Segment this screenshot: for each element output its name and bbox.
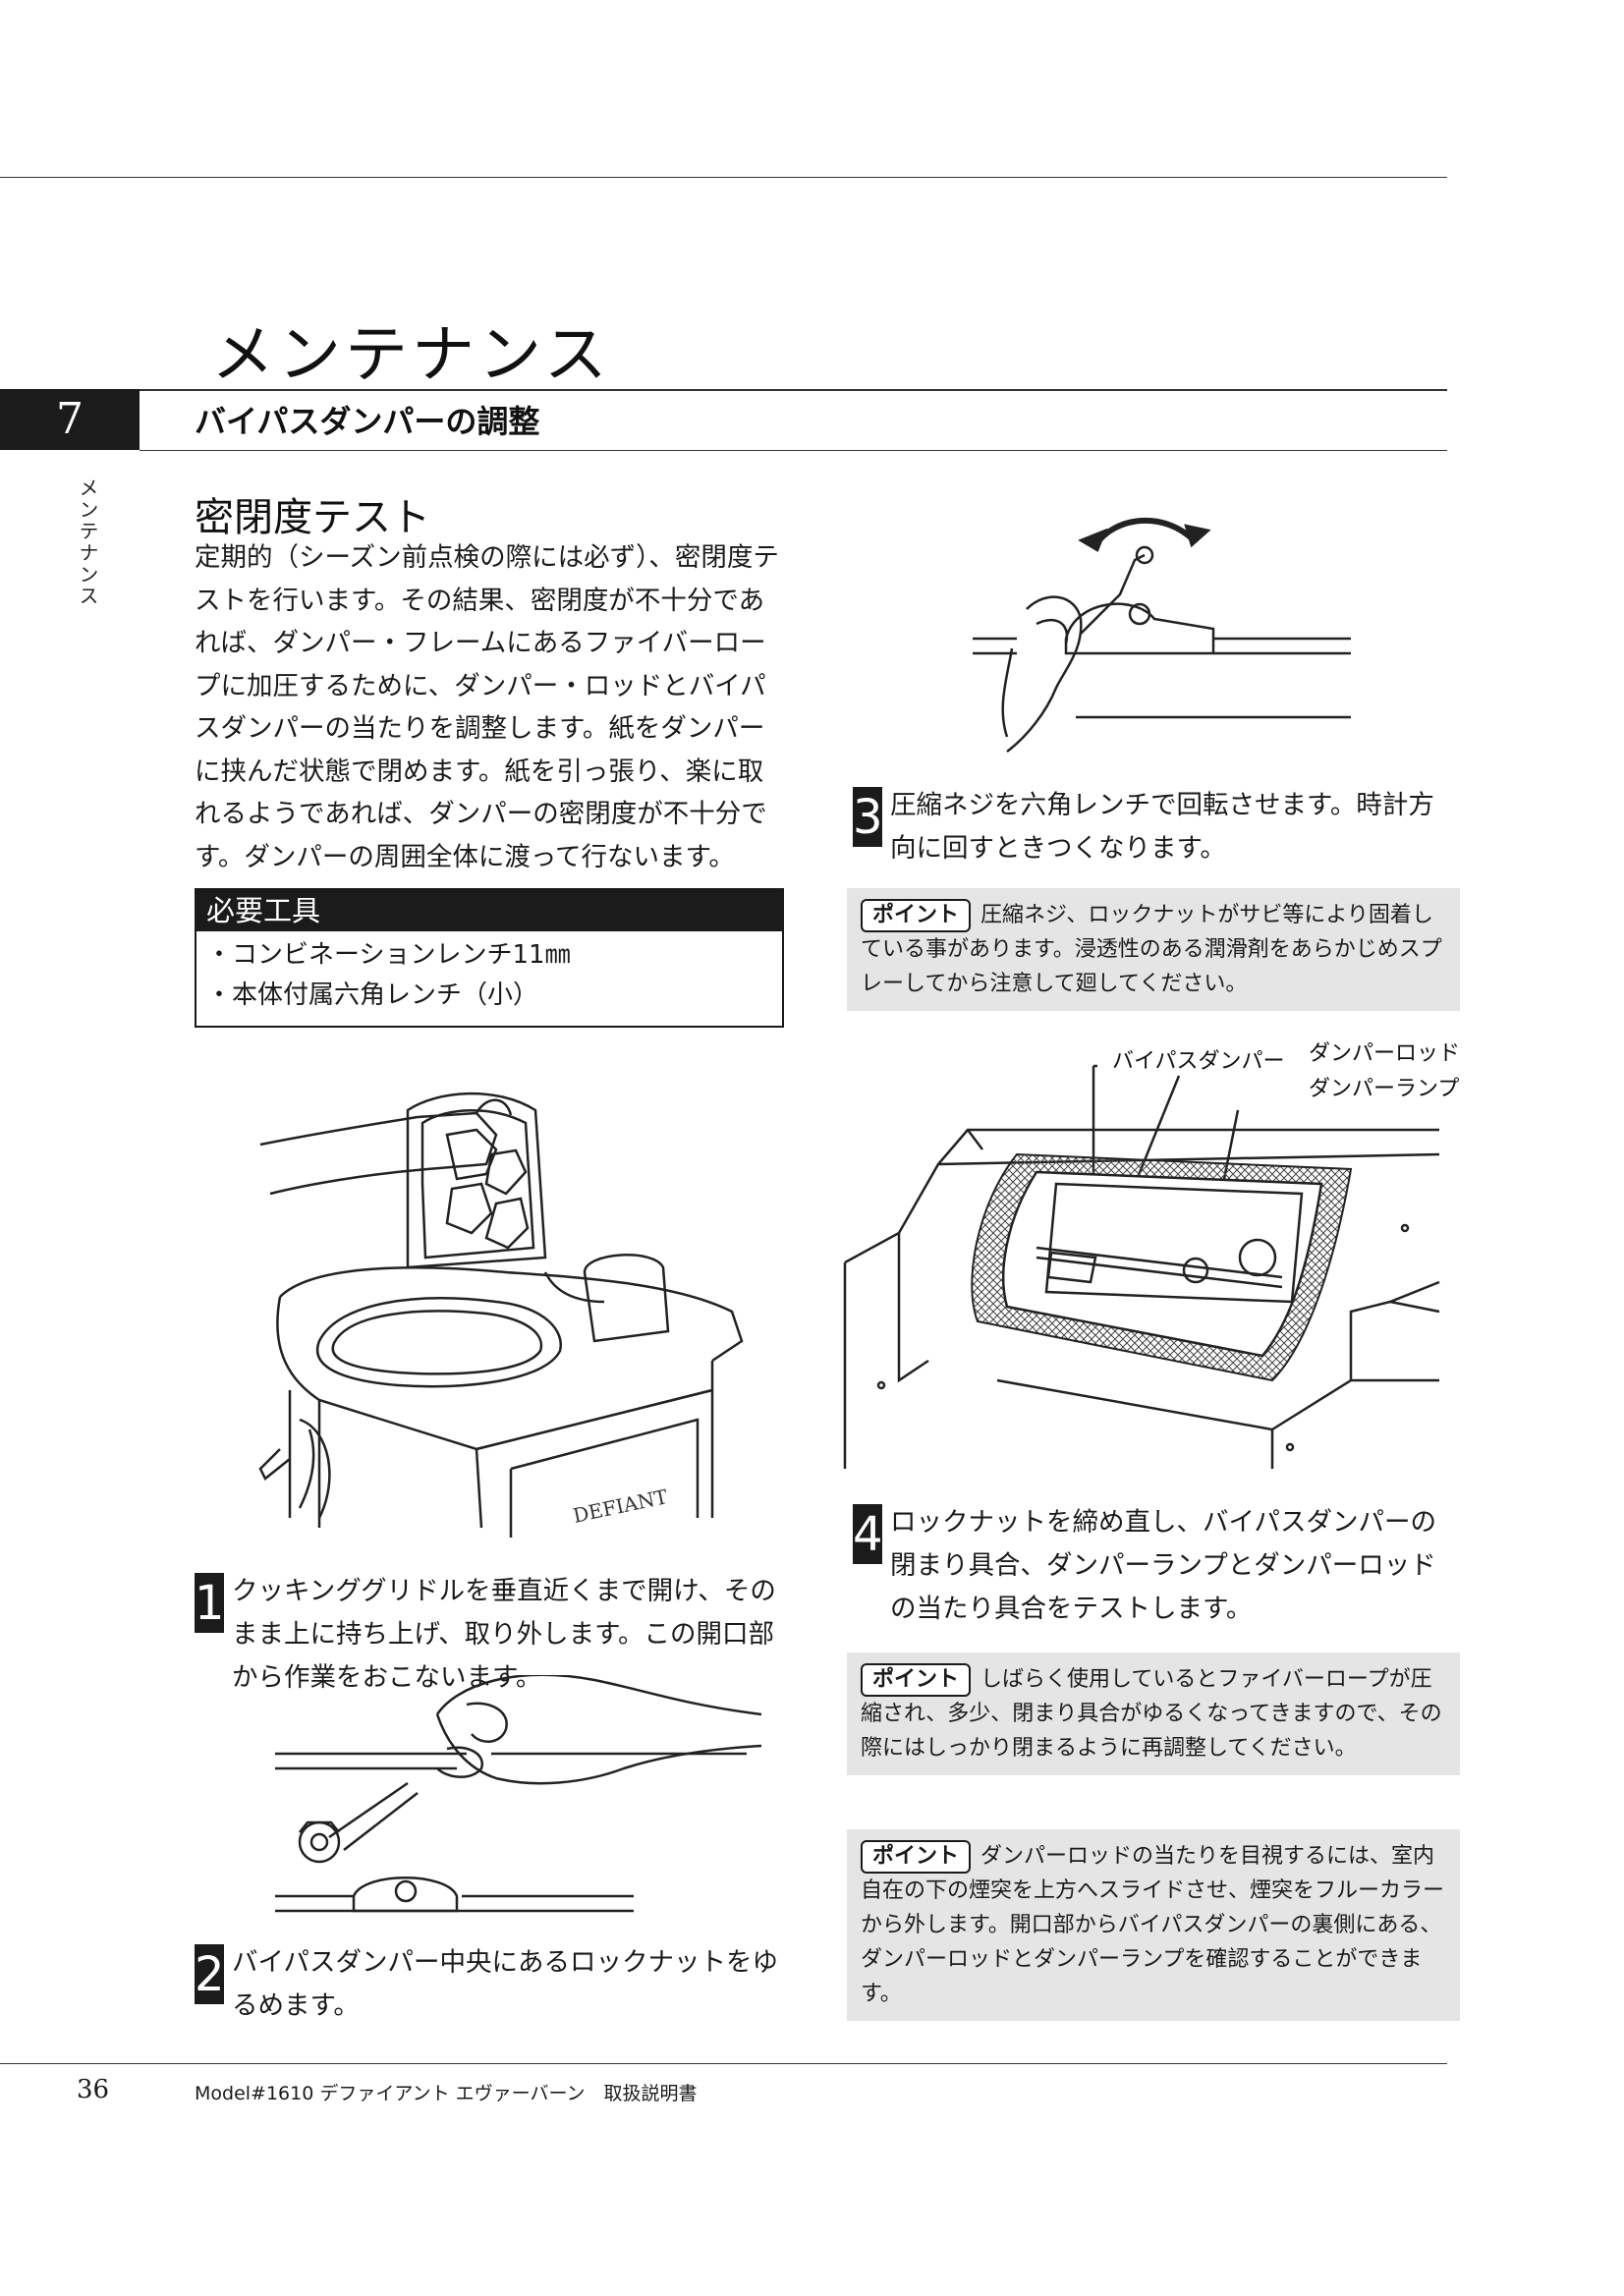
footer-rule: [0, 2063, 1447, 2064]
step-number: 4: [853, 1504, 883, 1564]
tools-header: 必要工具: [196, 890, 782, 931]
step-text: バイパスダンパー中央にあるロックナットをゆるめます。: [232, 1947, 778, 2021]
point-note-3: ポイントダンパーロッドの当たりを目視するには、室内自在の下の煙突を上方へスライド…: [847, 1829, 1460, 2021]
top-rule: [0, 177, 1447, 178]
wrench-illustration: [275, 1675, 762, 1913]
damper-illustration: [843, 1064, 1440, 1469]
label-damper-ramp: ダンパーランプ: [1309, 1077, 1460, 1101]
subsection-title: 密閉度テスト: [195, 495, 430, 540]
hex-wrench-illustration: [973, 518, 1351, 753]
tool-item: ・コンビネーションレンチ11㎜: [206, 940, 571, 970]
step-3: 3 圧縮ネジを六角レンチで回転させます。時計方向に回すときつくなります。: [853, 784, 1452, 870]
point-note-2: ポイントしばらく使用しているとファイバーロープが圧縮され、多少、閉まり具合がゆる…: [847, 1652, 1460, 1775]
stove-illustration: DEFIANT: [258, 1092, 744, 1538]
section-rule-bottom: [140, 450, 1447, 451]
step-text: ロックナットを締め直し、バイパスダンパーの閉まり具合、ダンパーランプとダンパーロ…: [890, 1507, 1436, 1624]
page-number: 36: [77, 2075, 110, 2104]
page-title: メンテナンス: [211, 319, 611, 392]
section-title: バイパスダンパーの調整: [195, 403, 540, 440]
point-text: しばらく使用しているとファイバーロープが圧縮され、多少、閉まり具合がゆるくなって…: [861, 1667, 1442, 1761]
label-damper-rod: ダンパーロッド: [1309, 1041, 1461, 1066]
step-number: 1: [195, 1573, 225, 1633]
point-badge: ポイント: [861, 1840, 972, 1874]
chapter-number: 7: [0, 389, 140, 450]
label-bypass-damper: バイパスダンパー: [1112, 1049, 1285, 1074]
point-badge: ポイント: [861, 1663, 972, 1697]
document-title: Model#1610 デファイアント エヴァーバーン 取扱説明書: [195, 2083, 698, 2104]
point-note-1: ポイント圧縮ネジ、ロックナットがサビ等により固着している事があります。浸透性のあ…: [847, 888, 1460, 1011]
section-rule-top: [140, 389, 1447, 391]
step-number: 2: [195, 1944, 225, 2004]
tool-item: ・本体付属六角レンチ（小）: [206, 980, 539, 1010]
step-2: 2 バイパスダンパー中央にあるロックナットをゆるめます。: [195, 1941, 784, 2028]
point-text: ダンパーロッドの当たりを目視するには、室内自在の下の煙突を上方へスライドさせ、煙…: [861, 1844, 1445, 2006]
stove-brand-label: DEFIANT: [571, 1484, 670, 1528]
step-text: 圧縮ネジを六角レンチで回転させます。時計方向に回すときつくなります。: [890, 790, 1434, 864]
step-text: クッキンググリドルを垂直近くまで開け、そのまま上に持ち上げ、取り外します。この開…: [232, 1576, 776, 1693]
tools-box: 必要工具 ・コンビネーションレンチ11㎜ ・本体付属六角レンチ（小）: [195, 888, 784, 1028]
intro-paragraph: 定期的（シーズン前点検の際には必ず）、密閉度テストを行います。その結果、密閉度が…: [195, 542, 779, 872]
step-number: 3: [853, 787, 883, 847]
point-badge: ポイント: [861, 899, 972, 932]
point-text: 圧縮ネジ、ロックナットがサビ等により固着している事があります。浸透性のある潤滑剤…: [861, 903, 1442, 996]
side-label: メンテナンス: [76, 477, 99, 607]
step-1: 1 クッキンググリドルを垂直近くまで開け、そのまま上に持ち上げ、取り外します。こ…: [195, 1570, 784, 1700]
step-4: 4 ロックナットを締め直し、バイパスダンパーの閉まり具合、ダンパーランプとダンパ…: [853, 1501, 1452, 1631]
